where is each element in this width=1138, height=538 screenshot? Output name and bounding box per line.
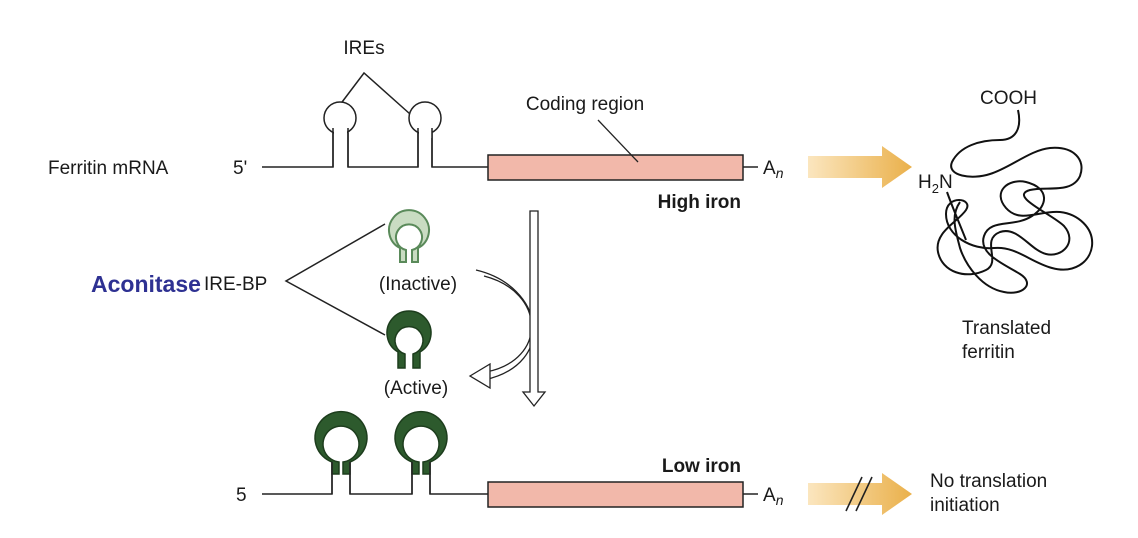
ires-pointer-lines (332, 71, 411, 115)
coding-region-label: Coding region (526, 94, 644, 115)
block-slashes (845, 476, 873, 512)
translation-arrow-top (808, 146, 912, 188)
no-translation-line2: initiation (930, 495, 1000, 516)
translated-ferritin-line2: ferritin (962, 342, 1015, 363)
ferritin-mrna-line-bottom (262, 462, 488, 495)
high-iron-label: High iron (658, 192, 741, 213)
low-iron-label: Low iron (662, 456, 741, 477)
polya-label-top: An (763, 158, 784, 181)
coding-region-box-bottom (487, 481, 744, 508)
no-translation-line1: No translation (930, 471, 1047, 492)
bound-ire-bp-2 (394, 410, 448, 475)
iron-transition-arrow (521, 210, 547, 408)
ire-bp-label: IRE-BP (204, 274, 267, 295)
coding-region-pointer (597, 119, 639, 163)
five-prime-label-top: 5' (233, 158, 247, 179)
bound-ire-bp-1 (314, 410, 368, 475)
ire-bp-active-shape (386, 310, 432, 369)
blocked-translation-arrow (808, 473, 912, 515)
ferritin-mrna-line-top (262, 133, 488, 168)
ire-bp-branch-lines (284, 223, 386, 336)
aconitase-label: Aconitase (91, 271, 201, 297)
ire-bp-inactive-shape (388, 209, 430, 263)
polya-label-bottom: An (763, 485, 784, 508)
ferritin-protein-coil (936, 109, 1094, 294)
cooh-label: COOH (980, 88, 1037, 109)
h2n-label: H2N (918, 172, 953, 196)
five-prime-label-bottom: 5 (236, 485, 247, 506)
ires-label: IREs (343, 38, 384, 59)
active-label: (Active) (384, 378, 448, 399)
coding-region-box-top (487, 154, 744, 181)
inactive-label: (Inactive) (379, 274, 457, 295)
mrna-label: Ferritin mRNA (48, 158, 169, 179)
translated-ferritin-line1: Translated (962, 318, 1051, 339)
